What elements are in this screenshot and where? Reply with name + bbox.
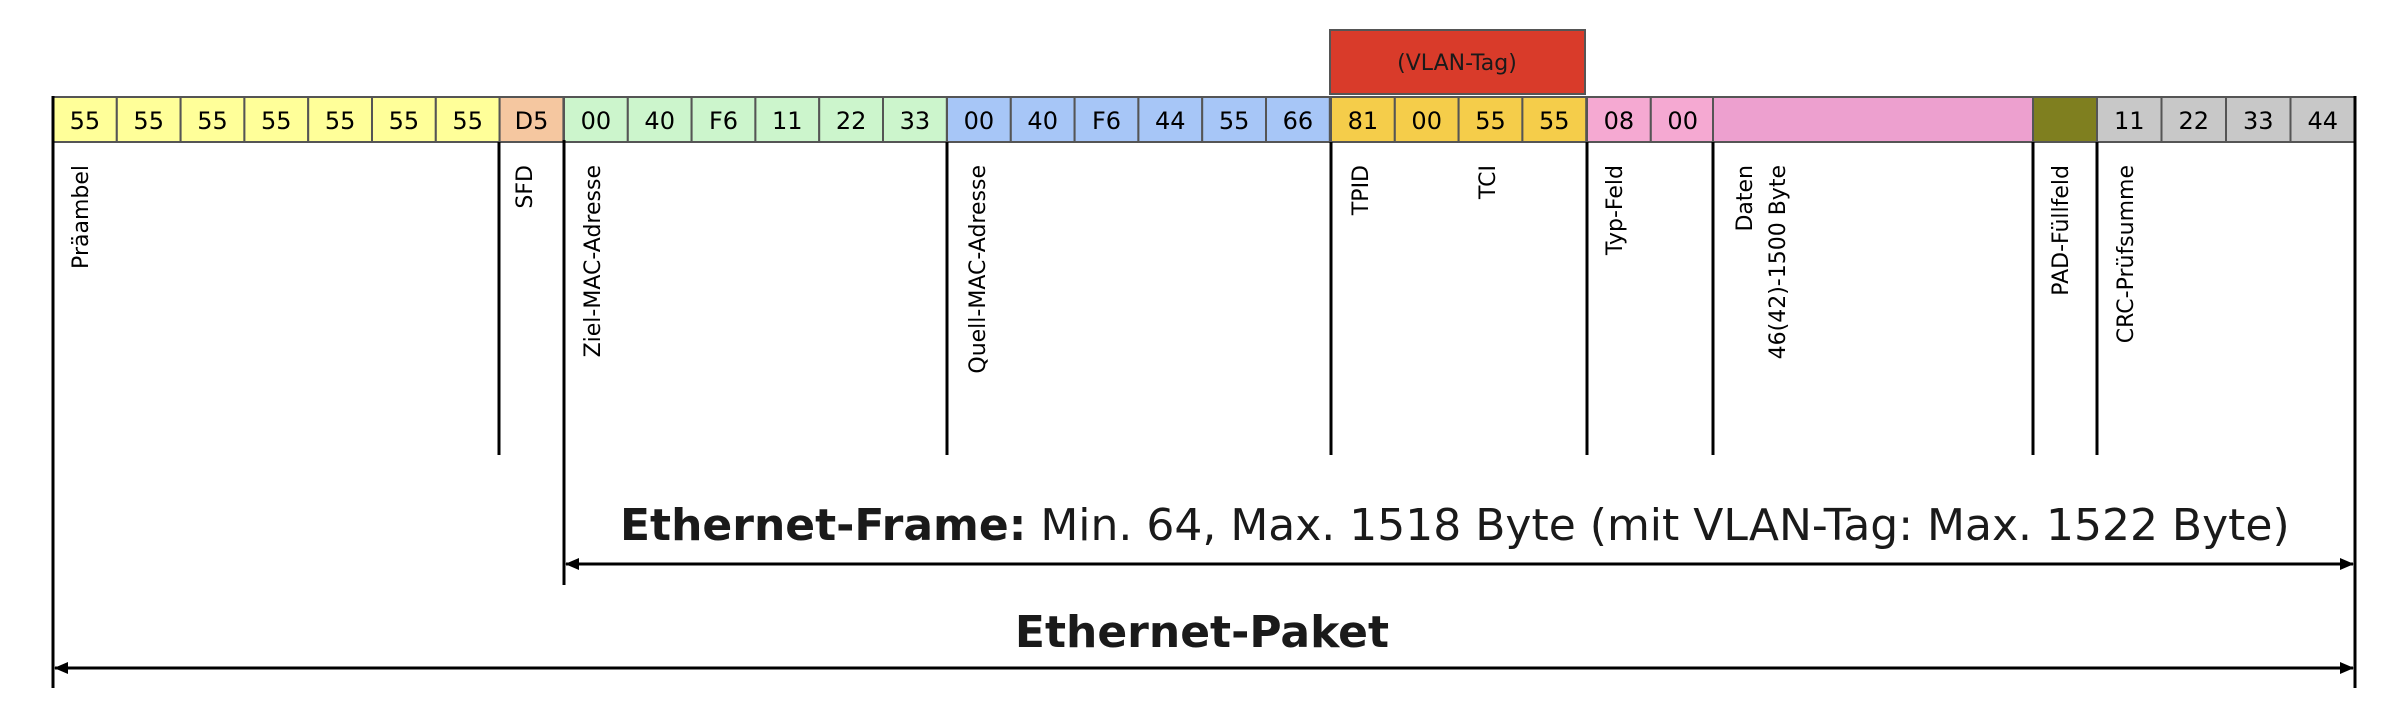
byte-value: 55: [1539, 107, 1570, 135]
ethernet-frame-span: Ethernet-Frame: Min. 64, Max. 1518 Byte …: [565, 500, 2354, 570]
byte-value: 81: [1348, 107, 1379, 135]
ethernet-packet-span: Ethernet-Paket: [54, 607, 2354, 674]
pad-cell: [2032, 96, 2098, 143]
byte-value: 22: [2178, 107, 2209, 135]
pad-label: PAD-Füllfeld: [2049, 165, 2074, 296]
data-size-label: 46(42)-1500 Byte: [1766, 165, 1791, 359]
byte-value: 55: [133, 107, 164, 135]
vlan-tag-header: (VLAN-Tag): [1329, 29, 1586, 95]
byte-cell: [2096, 96, 2163, 143]
byte-value: 55: [70, 107, 101, 135]
byte-value: 44: [2307, 107, 2338, 135]
byte-value: 00: [581, 107, 612, 135]
byte-cell: [563, 96, 629, 143]
preamble-label: Präambel: [69, 165, 94, 269]
byte-cell: [1521, 96, 1588, 143]
byte-value: 08: [1604, 107, 1635, 135]
byte-value: 40: [1027, 107, 1058, 135]
byte-cell: [1137, 96, 1204, 143]
byte-cell: [690, 96, 757, 143]
byte-value: 55: [261, 107, 292, 135]
type-label: Typ-Feld: [1603, 165, 1628, 256]
byte-cell: [1330, 96, 1396, 143]
byte-cell: [1201, 96, 1267, 143]
byte-value: 55: [197, 107, 228, 135]
byte-cell: [52, 96, 118, 143]
byte-value: 11: [2114, 107, 2145, 135]
byte-value: 55: [325, 107, 356, 135]
tpid-label: TPID: [1349, 165, 1374, 216]
data-cell: [1712, 96, 2034, 143]
byte-value: 11: [772, 107, 803, 135]
byte-cell: [243, 96, 310, 143]
byte-value: 00: [1411, 107, 1442, 135]
ethernet-frame-title: Ethernet-Frame:: [620, 500, 1026, 551]
byte-cell: [754, 96, 821, 143]
byte-value: 00: [1667, 107, 1698, 135]
byte-cell: [307, 96, 374, 143]
field-labels: Präambel SFD Ziel-MAC-Adresse Quell-MAC-Adr…: [69, 142, 2139, 455]
ethernet-packet-title: Ethernet-Paket: [1015, 607, 1389, 658]
byte-cell: [1393, 96, 1460, 143]
byte-row: 55 55 55 55 55 55 55 D5 00 40 F6 11 22 33 00 40 F6 44 55 66…: [52, 96, 2356, 143]
byte-value: 55: [1475, 107, 1506, 135]
byte-cell: [818, 96, 885, 143]
byte-value: 55: [452, 107, 483, 135]
byte-value: 00: [964, 107, 995, 135]
byte-cell: [946, 96, 1012, 143]
byte-value: F6: [709, 107, 738, 135]
byte-cell: [1649, 96, 1716, 143]
byte-value: 22: [836, 107, 867, 135]
byte-value: 33: [900, 107, 931, 135]
byte-value: F6: [1092, 107, 1121, 135]
byte-cell: [498, 96, 565, 143]
byte-value: 44: [1155, 107, 1186, 135]
byte-cell: [2160, 96, 2227, 143]
data-label: Daten: [1733, 165, 1758, 232]
byte-value: 33: [2243, 107, 2274, 135]
ethernet-frame-size: Min. 64, Max. 1518 Byte (mit VLAN-Tag: M…: [1026, 500, 2289, 551]
byte-cell: [371, 96, 437, 143]
byte-value: 40: [644, 107, 675, 135]
byte-cell: [434, 96, 501, 143]
src-mac-label: Quell-MAC-Adresse: [966, 165, 991, 374]
ethernet-frame-text: Ethernet-Frame: Min. 64, Max. 1518 Byte …: [620, 500, 2290, 551]
vlan-tag-label: (VLAN-Tag): [1397, 51, 1517, 76]
byte-value: 55: [389, 107, 420, 135]
dest-mac-label: Ziel-MAC-Adresse: [581, 165, 606, 357]
sfd-label: SFD: [513, 165, 538, 209]
tci-label: TCI: [1476, 165, 1501, 200]
byte-value: D5: [515, 107, 549, 135]
byte-cell: [1265, 96, 1331, 143]
crc-label: CRC-Prüfsumme: [2114, 165, 2139, 343]
byte-value: 55: [1219, 107, 1250, 135]
byte-cell: [2289, 96, 2356, 143]
byte-cell: [1009, 96, 1076, 143]
byte-value: 66: [1283, 107, 1314, 135]
byte-cell: [115, 96, 182, 143]
